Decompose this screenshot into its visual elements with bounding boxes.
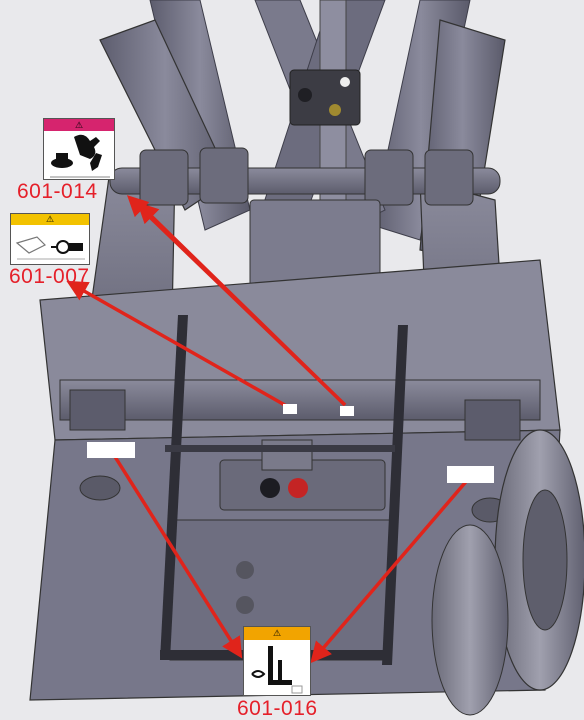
chassis-body (29, 259, 561, 701)
leader-arrow-601-014-to-spot-2 (126, 195, 347, 407)
wheels (431, 429, 584, 716)
warning-triangle-icon: ⚠ (74, 119, 84, 130)
decal-spot-601-016-right (447, 466, 494, 483)
leader-arrow-601-016-right (310, 475, 472, 664)
part-label-601-007: 601-007 (9, 265, 90, 288)
warning-triangle-icon: ⚠ (272, 628, 282, 638)
decal-thumbnail-601-016: ⚠ (243, 626, 311, 696)
leader-arrows (66, 195, 472, 664)
decal-warning-band: ⚠ (11, 214, 89, 225)
part-label-601-014: 601-014 (17, 180, 98, 203)
part-label-601-016: 601-016 (237, 697, 318, 720)
decal-spot-601-016-left (87, 442, 135, 458)
leader-arrow-601-016-left (110, 451, 243, 659)
warning-triangle-icon: ⚠ (45, 214, 55, 224)
pinch-point-crush-icon (15, 236, 85, 260)
decal-warning-band: ⚠ (244, 627, 310, 640)
decal-spot-601-007 (283, 404, 297, 414)
leader-arrow-601-007-to-spot (66, 280, 291, 410)
battery-acid-hand-protection-icon (50, 134, 110, 178)
decal-thumbnail-601-007: ⚠ (10, 213, 90, 265)
decal-spot-601-014 (340, 406, 354, 416)
decal-thumbnail-601-014: ⚠ (43, 118, 115, 180)
decal-warning-band: ⚠ (44, 119, 114, 131)
scissor-arm-crush-icon (251, 646, 303, 694)
